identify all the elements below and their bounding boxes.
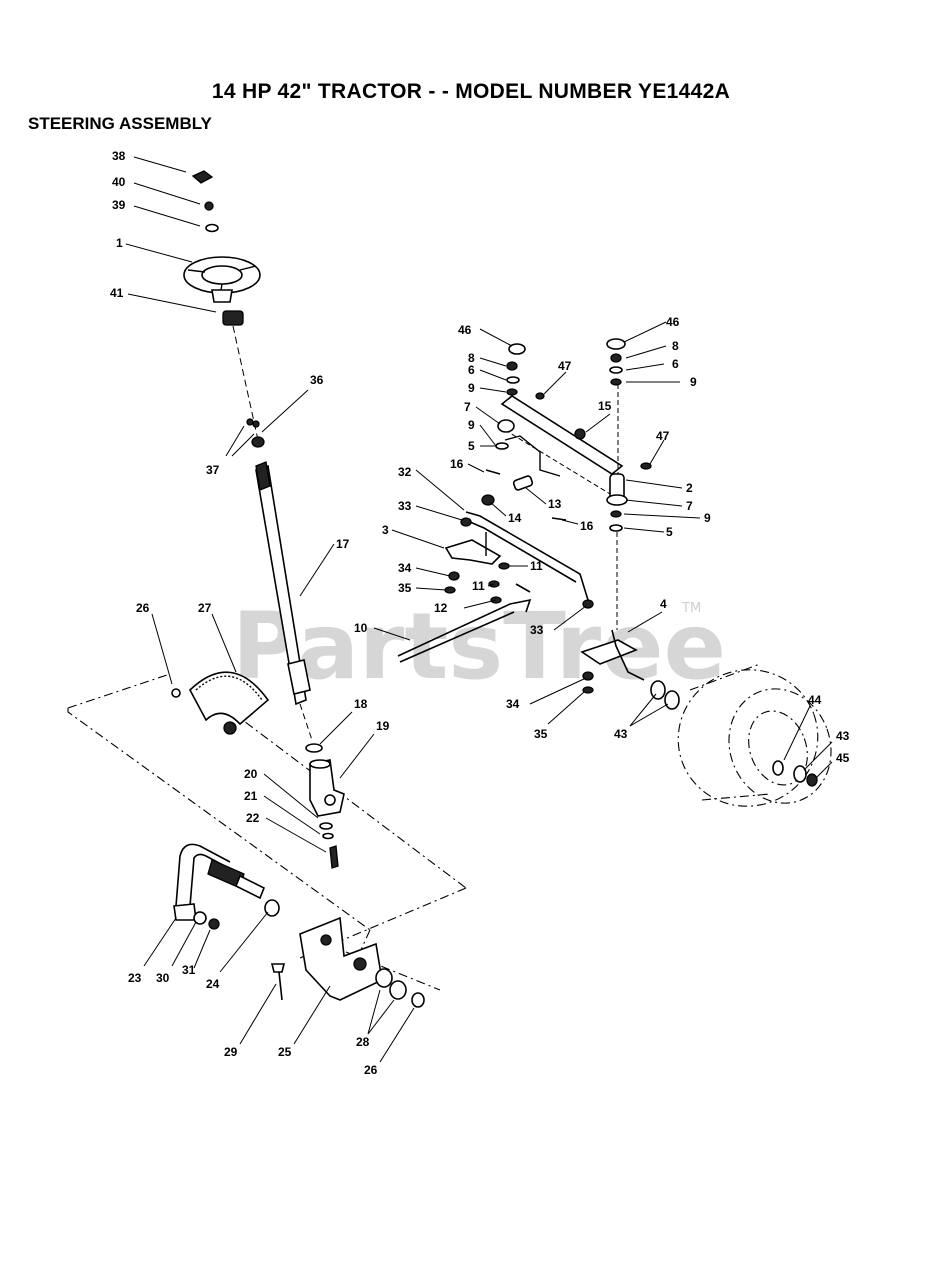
- callout-label: 20: [244, 767, 258, 781]
- callout-labels: 38 40 39 1 41 36 37 17 26 27 18 19 20 21…: [110, 149, 850, 1077]
- callout-label: 9: [704, 511, 711, 525]
- page-title: 14 HP 42" TRACTOR - - MODEL NUMBER YE144…: [211, 80, 731, 103]
- callout-label: 26: [364, 1063, 378, 1077]
- nut-part: [204, 201, 214, 211]
- callout-label: 4: [660, 597, 667, 611]
- callout-label: 5: [468, 439, 475, 453]
- callout-label: 23: [128, 971, 142, 985]
- callout-label: 13: [548, 497, 562, 511]
- callout-label: 10: [354, 621, 368, 635]
- callout-label: 22: [246, 811, 260, 825]
- callout-label: 31: [182, 963, 196, 977]
- callout-label: 30: [156, 971, 170, 985]
- callout-label: 9: [690, 375, 697, 389]
- callout-label: 29: [224, 1045, 238, 1059]
- washer-part: [205, 223, 219, 233]
- callout-label: 14: [508, 511, 522, 525]
- adapter-part: [222, 310, 244, 326]
- callout-label: 47: [558, 359, 572, 373]
- callout-label: 43: [614, 727, 628, 741]
- callout-label: 16: [580, 519, 594, 533]
- callout-label: 6: [672, 357, 679, 371]
- callout-label: 18: [354, 697, 368, 711]
- callout-label: 34: [398, 561, 412, 575]
- sector-gear-group: [171, 671, 270, 735]
- wheel-group: [677, 663, 832, 807]
- axle-bar-part: [500, 395, 624, 475]
- callout-label: 26: [136, 601, 150, 615]
- callout-label: 40: [112, 175, 126, 189]
- callout-label: 15: [598, 399, 612, 413]
- callout-label: 39: [112, 198, 126, 212]
- callout-label: 19: [376, 719, 390, 733]
- callout-label: 9: [468, 381, 475, 395]
- callout-label: 3: [382, 523, 389, 537]
- section-title: STEERING ASSEMBLY: [28, 114, 212, 133]
- callout-label: 2: [686, 481, 693, 495]
- callout-label: 33: [398, 499, 412, 513]
- callout-label: 41: [110, 286, 124, 300]
- callout-label: 7: [464, 400, 471, 414]
- sector-gear-part: [189, 671, 270, 726]
- frame-outline: [67, 673, 467, 991]
- axle-linkage-group: [397, 338, 680, 710]
- callout-label: 33: [530, 623, 544, 637]
- callout-label: 6: [468, 363, 475, 377]
- callout-label: 36: [310, 373, 324, 387]
- callout-label: 17: [336, 537, 350, 551]
- callout-label: 35: [534, 727, 548, 741]
- callout-label: 43: [836, 729, 850, 743]
- callout-label: 16: [450, 457, 464, 471]
- callout-label: 9: [468, 418, 475, 432]
- steering-gear-group: [173, 843, 280, 930]
- callout-label: 25: [278, 1045, 292, 1059]
- callout-label: 12: [434, 601, 448, 615]
- callout-label: 11: [530, 559, 543, 573]
- callout-label: 46: [666, 315, 680, 329]
- leader-lines: [125, 156, 833, 1063]
- callout-label: 32: [398, 465, 412, 479]
- callout-label: 7: [686, 499, 693, 513]
- callout-label: 38: [112, 149, 126, 163]
- watermark-tm: TM: [681, 601, 701, 616]
- callout-label: 37: [206, 463, 220, 477]
- callout-label: 45: [836, 751, 850, 765]
- steering-wheel-group: [183, 170, 313, 741]
- callout-label: 1: [116, 236, 123, 250]
- steering-bracket-part: [309, 759, 345, 817]
- support-plate-group: [270, 916, 425, 1008]
- steering-cap-part: [191, 170, 214, 184]
- callout-label: 47: [656, 429, 670, 443]
- callout-label: 24: [206, 977, 220, 991]
- callout-label: 34: [506, 697, 520, 711]
- callout-label: 28: [356, 1035, 370, 1049]
- tire-part: [677, 669, 819, 807]
- callout-label: 8: [468, 351, 475, 365]
- callout-label: 5: [666, 525, 673, 539]
- watermark: PartsTree: [232, 593, 726, 700]
- callout-label: 21: [244, 789, 258, 803]
- callout-label: 44: [808, 693, 822, 707]
- callout-label: 27: [198, 601, 212, 615]
- callout-label: 35: [398, 581, 412, 595]
- callout-label: 46: [458, 323, 472, 337]
- callout-label: 11: [472, 579, 485, 593]
- steering-bracket-group: [305, 743, 345, 869]
- callout-label: 8: [672, 339, 679, 353]
